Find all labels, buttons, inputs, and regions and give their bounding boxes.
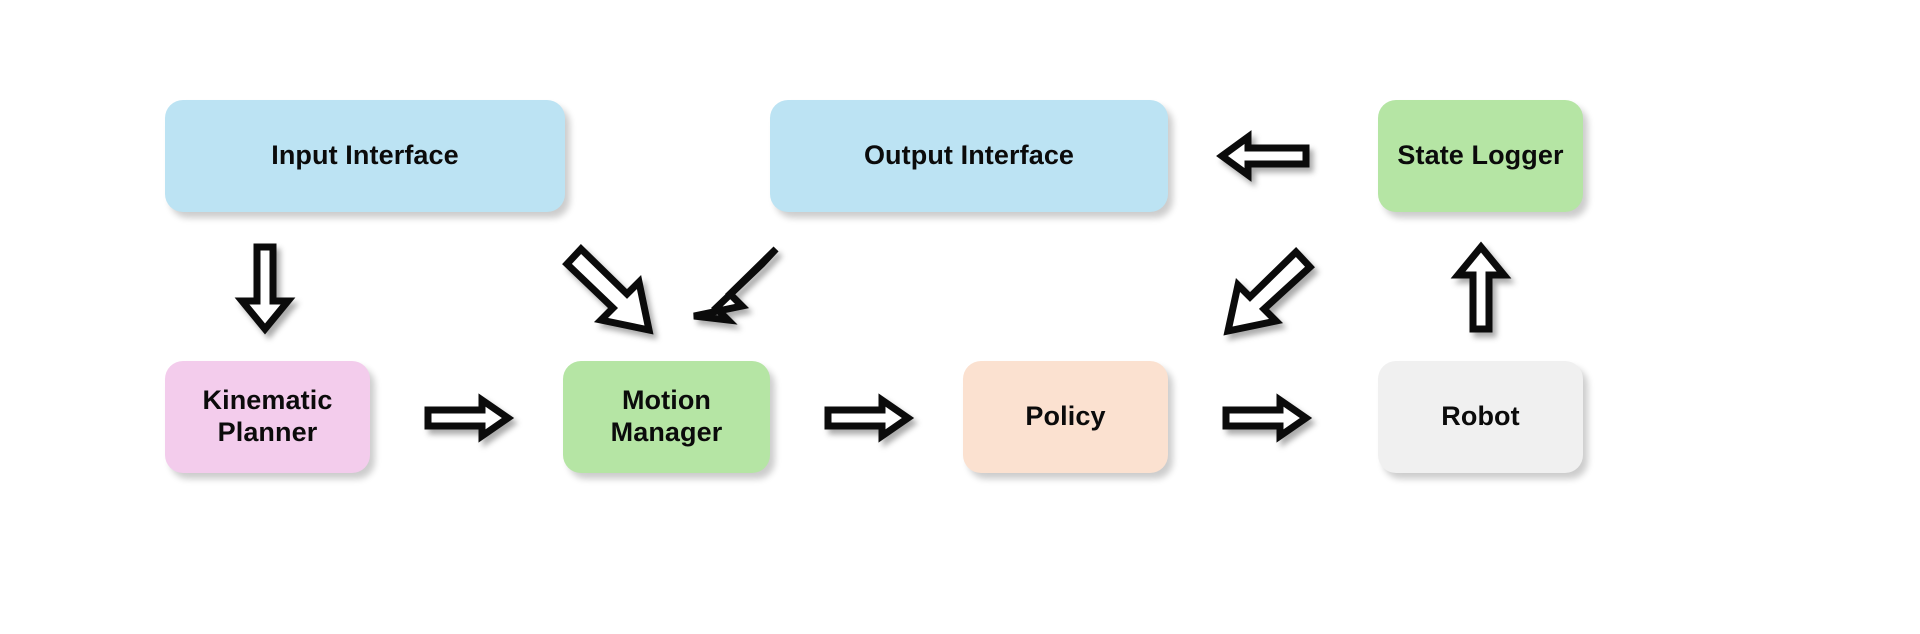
node-label-kinematic-planner: Kinematic Planner [202,385,333,447]
node-label-motion-manager: Motion Manager [610,385,723,447]
arrow-right-icon-policy-to-robot [1222,393,1313,443]
node-motion-manager[interactable]: Motion Manager [563,361,770,473]
node-input-interface[interactable]: Input Interface [165,100,565,212]
arrow-up-icon-robot-to-state-logger [1450,241,1512,333]
node-label-robot: Robot [1441,401,1520,432]
node-robot[interactable]: Robot [1378,361,1583,473]
node-output-interface[interactable]: Output Interface [770,100,1168,212]
arrow-right-icon-kinematic-planner-to-motion-manager [424,393,515,443]
node-label-input-interface: Input Interface [271,140,459,171]
arrow-down-left-icon-robot-to-output-interface [1222,246,1316,336]
arrow-up-right-icon-motion-manager-to-output-interface [688,244,782,336]
node-state-logger[interactable]: State Logger [1378,100,1583,212]
node-policy[interactable]: Policy [963,361,1168,473]
node-kinematic-planner[interactable]: Kinematic Planner [165,361,370,473]
arrow-down-right-icon-input-to-motion-manager [561,243,655,336]
node-label-output-interface: Output Interface [863,140,1075,171]
arrow-left-icon-state-logger-to-output-interface [1216,130,1310,182]
arrow-down-icon-input-to-kinematic-planner [234,243,296,335]
node-label-policy: Policy [1025,401,1106,432]
arrow-right-icon-motion-manager-to-policy [824,393,915,443]
node-label-state-logger: State Logger [1397,140,1564,171]
